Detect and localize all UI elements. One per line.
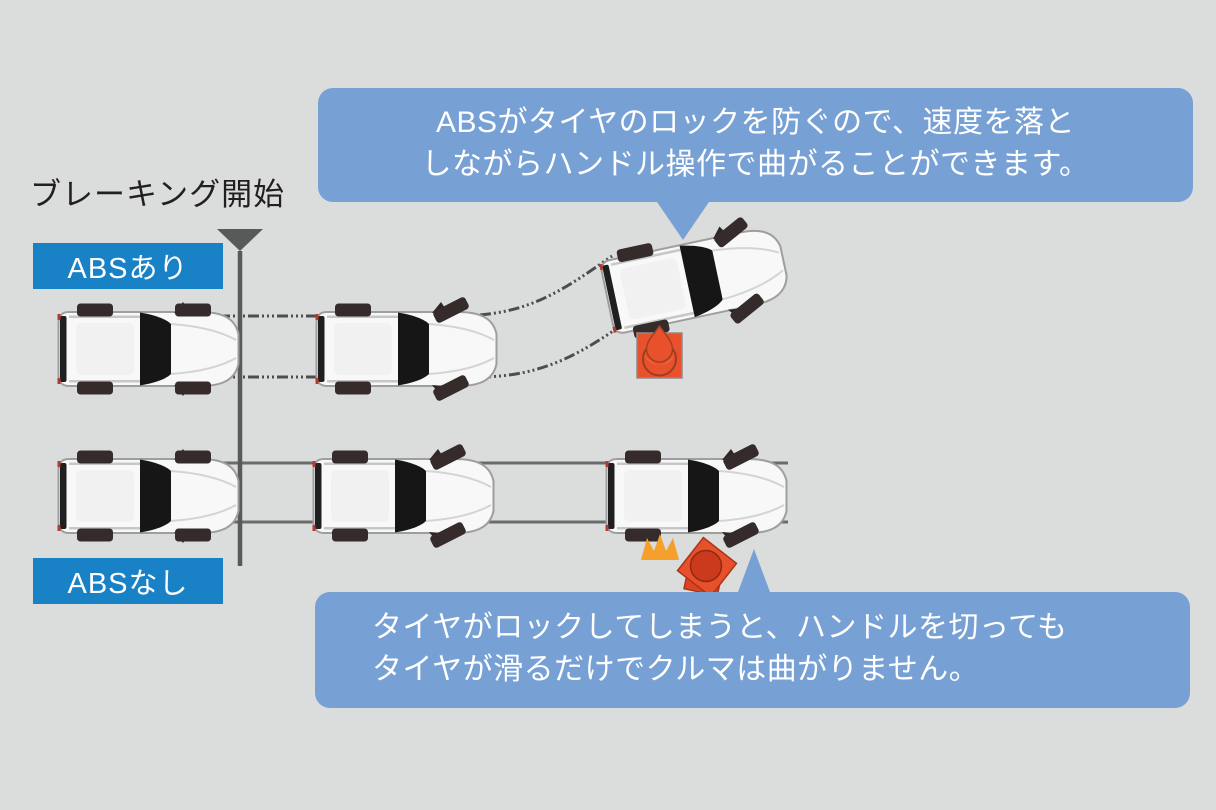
- car-noabs-skidding: [606, 443, 787, 549]
- abs-pulse-icon: [636, 324, 683, 379]
- abs-off-callout-line2: タイヤが滑るだけでクルマは曲がりません。: [372, 653, 980, 686]
- abs-off-callout: タイヤがロックしてしまうと、ハンドルを切っても タイヤが滑るだけでクルマは曲がり…: [315, 549, 1190, 708]
- abs-on-callout-line1: ABSがタイヤのロックを防ぐので、速度を落と: [436, 106, 1075, 139]
- car-noabs-start: [58, 449, 239, 543]
- locked-tire-icon: [676, 536, 738, 598]
- abs-track-upper: [103, 254, 613, 318]
- abs-on-badge: ABSあり: [33, 243, 223, 289]
- skid-spark-icon: [641, 534, 679, 560]
- car-noabs-braking: [313, 443, 494, 549]
- abs-off-badge: ABSなし: [33, 558, 223, 604]
- abs-on-callout-line2: しながらハンドル操作で曲がることができます。: [421, 148, 1090, 181]
- abs-off-callout-tail: [738, 549, 770, 592]
- car-abs-braking: [316, 296, 497, 402]
- abs-off-callout-line1: タイヤがロックしてしまうと、ハンドルを切っても: [372, 611, 1068, 644]
- car-abs-start: [58, 302, 239, 396]
- braking-start-label: ブレーキング開始: [30, 177, 286, 212]
- braking-start-marker-icon: [217, 229, 263, 251]
- abs-on-callout-tail: [657, 202, 709, 240]
- abs-on-callout: ABSがタイヤのロックを防ぐので、速度を落と しながらハンドル操作で曲がることが…: [318, 88, 1193, 240]
